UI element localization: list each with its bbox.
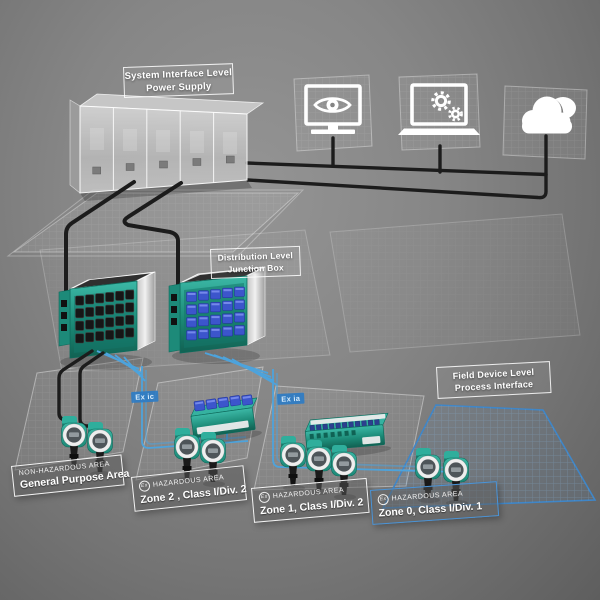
junction-box-right — [168, 266, 266, 354]
system-level-line2: Power Supply — [145, 80, 212, 94]
cloud-icon — [522, 96, 576, 134]
network-bus-lines — [245, 134, 548, 200]
ex-ic-label: Ex ic — [131, 390, 159, 403]
label-field-device-level: Field Device Level Process Interface — [436, 361, 552, 399]
power-cabinets — [69, 93, 265, 201]
monitor-eye-icon — [304, 84, 362, 134]
laptop-gears-icon — [398, 83, 480, 135]
ex-ia-label: Ex ia — [277, 392, 305, 405]
ex-symbol-icon: Ex — [258, 491, 271, 504]
distribution-level-line1: Distribution Level — [217, 250, 294, 263]
label-system-interface-level: System Interface Level Power Supply — [123, 63, 235, 98]
label-distribution-level: Distribution Level Junction Box — [210, 245, 301, 279]
zone0-area-text: HAZARDOUS AREA — [391, 490, 464, 503]
zone-panel-zone0 — [381, 404, 597, 509]
junction-box-left — [58, 271, 156, 359]
ex-symbol-icon: Ex — [138, 480, 151, 493]
distribution-level-line2: Junction Box — [227, 262, 284, 275]
mid-panel-right — [329, 213, 581, 353]
ex-symbol-icon: Ex — [377, 493, 390, 506]
